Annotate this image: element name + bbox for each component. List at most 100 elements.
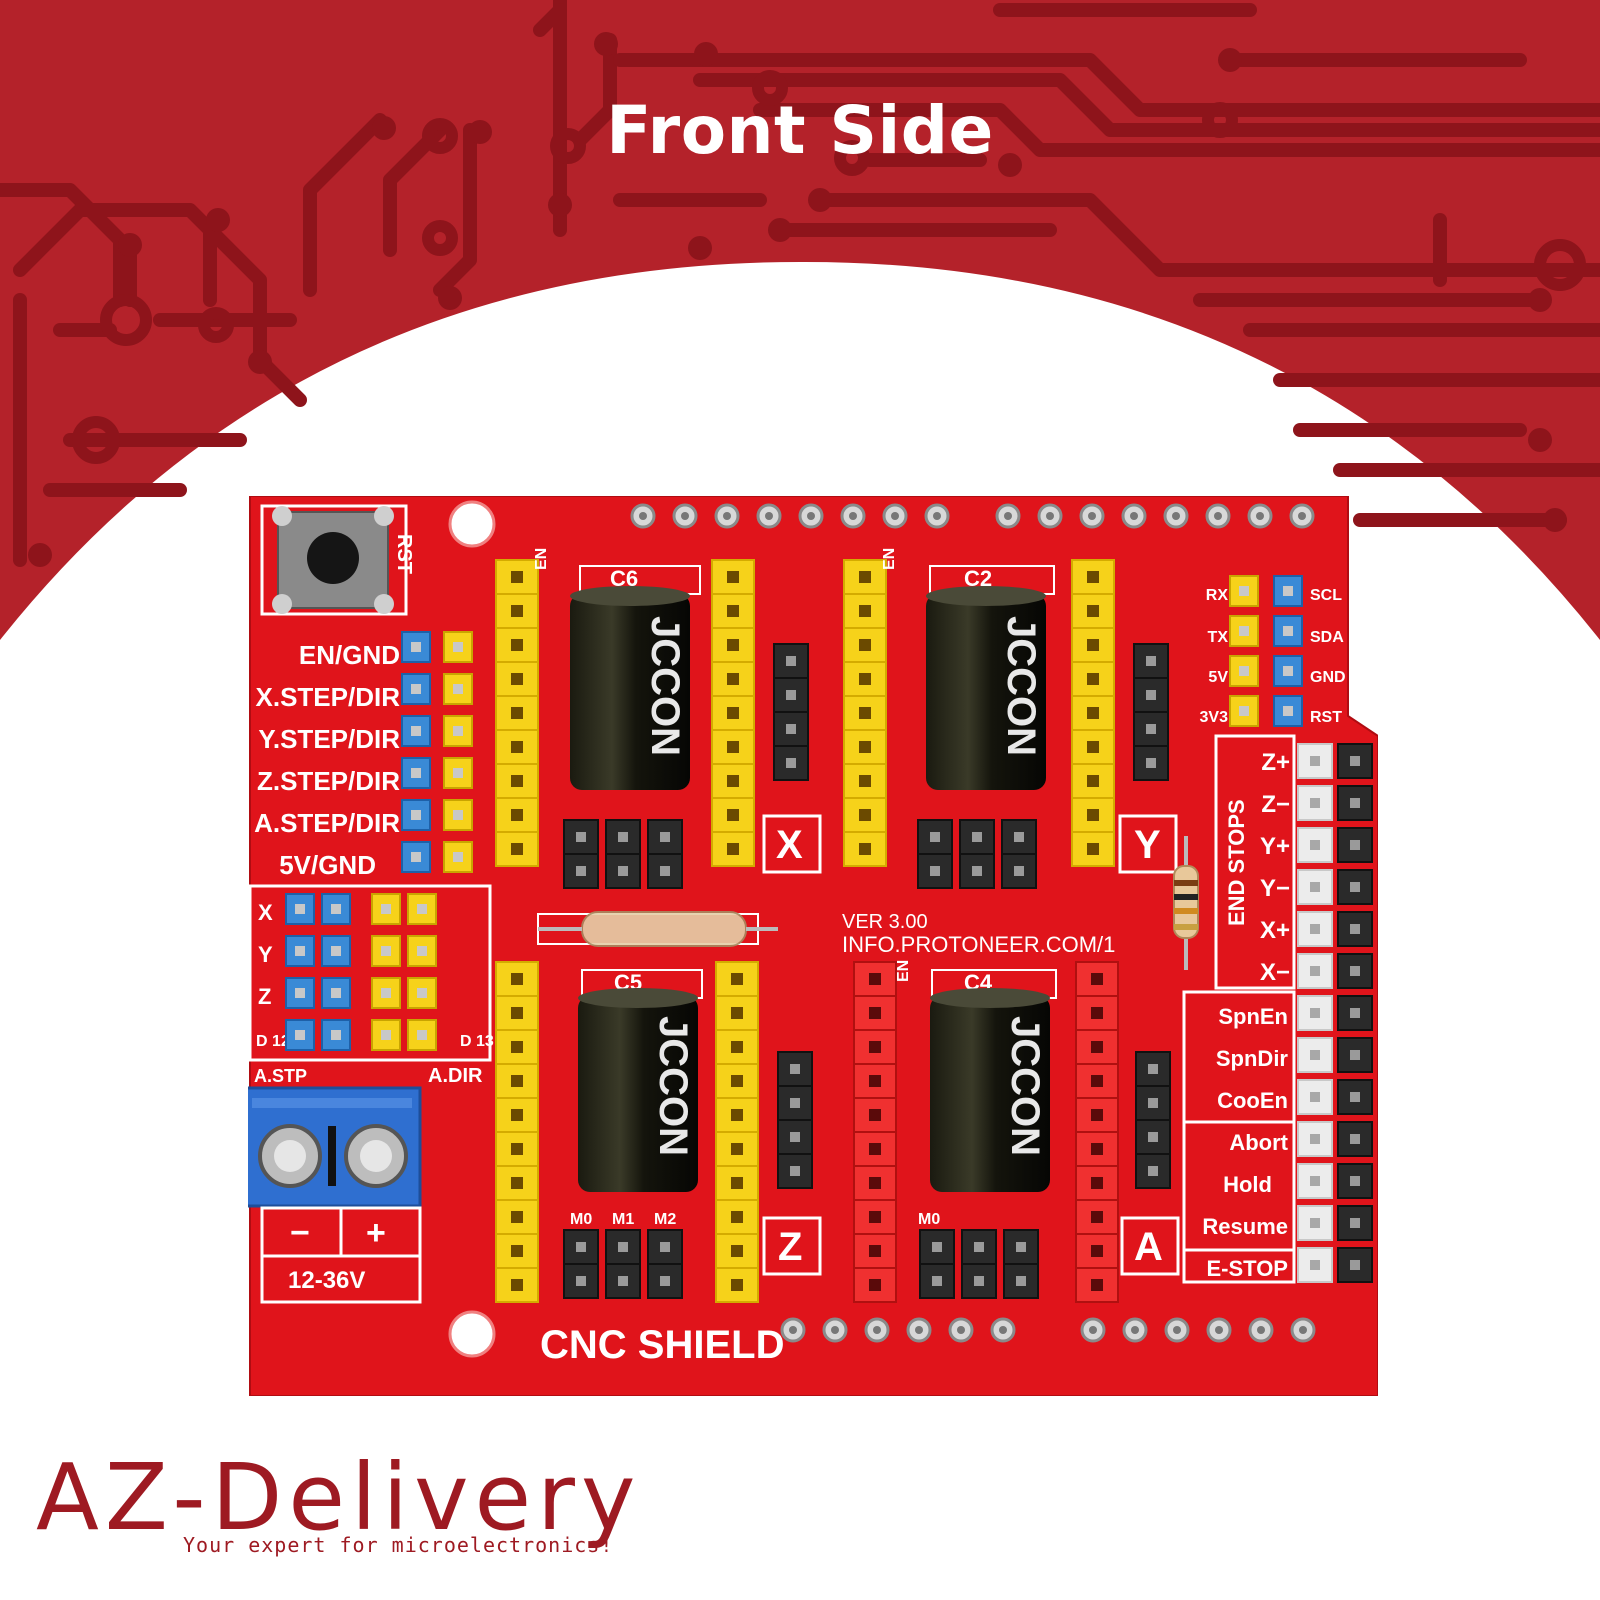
circuit-pads — [28, 32, 1567, 567]
version-label: VER 3.00 — [842, 911, 928, 933]
label-x-step-dir: X.STEP/DIR — [256, 682, 401, 712]
driver-y-left-socket — [843, 559, 887, 867]
driver-z-left-socket — [495, 961, 539, 1303]
brand-tagline: Your expert for microelectronics! — [183, 1533, 614, 1557]
microstep-m0-a: M0 — [918, 1211, 940, 1228]
board-name-label: CNC SHIELD — [540, 1323, 784, 1367]
driver-x-left-socket — [495, 559, 539, 867]
power-voltage-label: 12-36V — [288, 1267, 365, 1294]
driver-x-axis-label: X — [776, 823, 803, 867]
label-scl: SCL — [1310, 587, 1342, 604]
driver-slot-a: EN C4 JCCON M0 A — [853, 960, 1180, 1303]
endstop-x-minus: X− — [1260, 959, 1290, 986]
label-y-step-dir: Y.STEP/DIR — [258, 724, 400, 754]
label-sda: SDA — [1310, 629, 1344, 646]
driver-x-motor-header[interactable] — [773, 643, 809, 781]
capacitor-c6: JCCON — [570, 586, 690, 790]
label-d12: D 12 — [256, 1033, 290, 1050]
driver-slot-y: EN C2 JCCON Y — [843, 548, 1178, 889]
driver-a-right-socket — [1075, 961, 1119, 1303]
label-3v3: 3V3 — [1200, 709, 1229, 726]
reset-button[interactable] — [260, 504, 408, 616]
label-en-gnd: EN/GND — [299, 640, 400, 670]
cap-brand-y: JCCON — [999, 616, 1043, 756]
capacitor-c5: JCCON — [578, 988, 698, 1192]
mounting-hole — [448, 500, 496, 548]
label-rst: RST — [1310, 709, 1342, 726]
capacitor-c2: JCCON — [926, 586, 1046, 790]
control-spnen: SpnEn — [1218, 1004, 1288, 1029]
cap-brand-x: JCCON — [643, 616, 687, 756]
label-a-dir: A.DIR — [428, 1065, 483, 1087]
capacitor-c4: JCCON — [930, 988, 1050, 1192]
website-label: INFO.PROTONEER.COM/1 — [842, 932, 1115, 957]
label-5v: 5V — [1208, 669, 1228, 686]
driver-x-microstep-jumpers[interactable] — [563, 819, 683, 889]
brand-logo: AZ-Delivery — [36, 1444, 642, 1551]
control-resume: Resume — [1202, 1214, 1288, 1239]
resistor — [1173, 836, 1199, 970]
control-spndir: SpnDir — [1216, 1046, 1289, 1071]
i2c-right-labels: SCL SDA GND RST — [1310, 587, 1346, 726]
label-rx: RX — [1206, 587, 1229, 604]
driver-z-motor-header[interactable] — [777, 1051, 813, 1189]
endstop-y-minus: Y− — [1260, 875, 1290, 902]
driver-z-microstep-jumpers[interactable] — [563, 1229, 683, 1299]
circuit-rings — [72, 70, 1586, 464]
endstop-y-plus: Y+ — [1260, 833, 1290, 860]
end-stop-labels: Z+ Z− Y+ Y− X+ X− — [1260, 749, 1290, 986]
label-d13: D 13 — [460, 1033, 494, 1050]
driver-x-en-label: EN — [533, 548, 550, 570]
label-z-step-dir: Z.STEP/DIR — [257, 766, 400, 796]
jumper-label-x: X — [258, 900, 273, 925]
banner-title: Front Side — [606, 92, 994, 169]
driver-a-microstep-jumpers[interactable] — [919, 1229, 1039, 1299]
control-labels: SpnEn SpnDir CooEn Abort Hold Resume E-S… — [1202, 1004, 1288, 1281]
jumper-label-y: Y — [258, 942, 273, 967]
power-minus-label: − — [290, 1214, 310, 1252]
control-abort: Abort — [1229, 1130, 1288, 1155]
driver-a-motor-header[interactable] — [1135, 1051, 1171, 1189]
driver-slot-z: C5 JCCON M0 M1 M2 Z — [495, 961, 822, 1303]
cnc-shield-board: RST EN/GND X.STEP/DIR Y.STEP/DIR Z.STEP/… — [248, 496, 1378, 1396]
left-silk-labels: EN/GND X.STEP/DIR Y.STEP/DIR Z.STEP/DIR … — [254, 640, 400, 880]
i2c-left-labels: RX TX 5V 3V3 — [1200, 587, 1229, 726]
control-hold: Hold — [1223, 1172, 1272, 1197]
driver-y-motor-header[interactable] — [1133, 643, 1169, 781]
end-stops-title: END STOPS — [1224, 799, 1249, 926]
label-gnd: GND — [1310, 669, 1346, 686]
rst-label: RST — [393, 534, 415, 574]
control-cooen: CooEn — [1217, 1088, 1288, 1113]
microstep-m0-z: M0 — [570, 1211, 592, 1228]
label-a-step-dir: A.STEP/DIR — [254, 808, 400, 838]
driver-z-axis-label: Z — [778, 1225, 802, 1269]
circuit-traces — [0, 0, 1600, 567]
driver-slot-x: EN C6 JCCON X — [495, 548, 822, 889]
label-a-step: A.STP — [254, 1066, 307, 1086]
control-estop: E-STOP — [1206, 1256, 1288, 1281]
cap-brand-z: JCCON — [651, 1016, 695, 1156]
endstop-x-plus: X+ — [1260, 917, 1290, 944]
jumper-label-z: Z — [258, 984, 271, 1009]
driver-x-right-socket — [711, 559, 755, 867]
driver-a-axis-label: A — [1134, 1225, 1163, 1269]
driver-z-microstep-labels: M0 M1 M2 — [570, 1211, 676, 1228]
endstop-z-minus: Z− — [1261, 791, 1290, 818]
driver-a-en-label: EN — [895, 960, 912, 982]
red-banner-shape — [0, 0, 1600, 640]
label-tx: TX — [1208, 629, 1229, 646]
driver-y-microstep-jumpers[interactable] — [917, 819, 1037, 889]
axis-jumper-labels: X Y Z D 12 D 13 — [256, 900, 494, 1050]
cap-brand-a: JCCON — [1003, 1016, 1047, 1156]
power-plus-label: + — [366, 1214, 386, 1252]
mounting-hole — [448, 1310, 496, 1358]
microstep-m1-z: M1 — [612, 1211, 634, 1228]
glass-fuse — [537, 911, 778, 947]
driver-y-right-socket — [1071, 559, 1115, 867]
driver-z-right-socket — [715, 961, 759, 1303]
driver-y-en-label: EN — [881, 548, 898, 570]
label-5v-gnd: 5V/GND — [279, 850, 376, 880]
power-screw-terminal[interactable] — [248, 1086, 422, 1208]
microstep-m2-z: M2 — [654, 1211, 676, 1228]
driver-y-axis-label: Y — [1134, 823, 1161, 867]
